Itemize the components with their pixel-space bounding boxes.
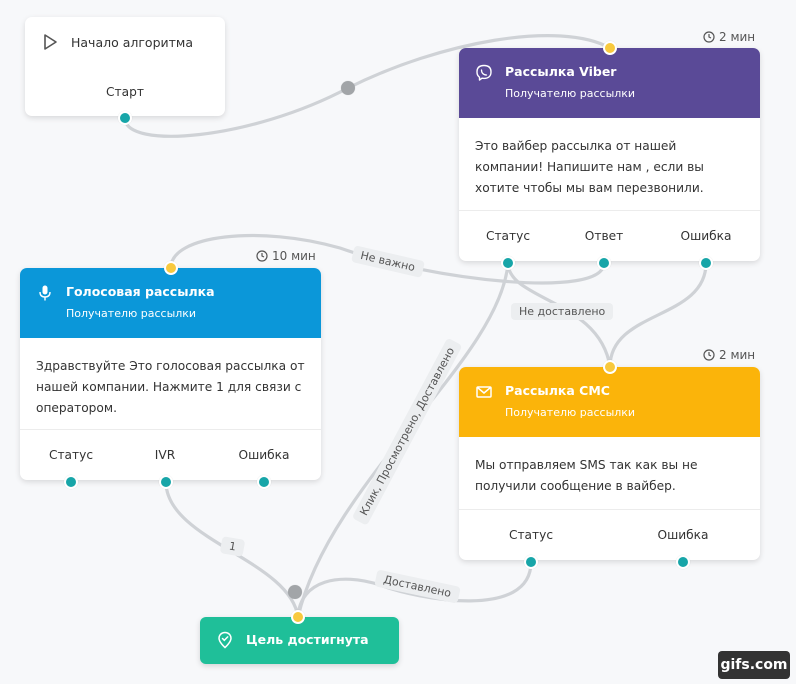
sms-title: Рассылка СМС (505, 383, 610, 398)
sms-time: 2 мин (703, 348, 755, 362)
start-title: Начало алгоритма (71, 35, 194, 50)
watermark: gifs.com (718, 651, 790, 679)
voice-ivr-port[interactable] (159, 475, 173, 489)
sms-error-port[interactable] (676, 555, 690, 569)
sms-port-status: Статус (508, 528, 554, 542)
viber-port-answer: Ответ (584, 229, 624, 243)
viber-icon (476, 64, 492, 81)
voice-message: Здравствуйте Это голосовая рассылка от н… (36, 359, 305, 415)
voice-port-status: Статус (48, 448, 94, 462)
voice-time: 10 мин (256, 249, 316, 263)
goal-node[interactable]: Цель достигнута (200, 617, 399, 664)
start-port-label: Старт (106, 85, 144, 99)
edge-label-not-delivered[interactable]: Не доставлено (511, 303, 614, 320)
voice-input-port[interactable] (164, 261, 178, 275)
viber-time-label: 2 мин (719, 30, 756, 44)
viber-header: Рассылка Viber Получателю рассылки (459, 48, 760, 118)
voice-node[interactable]: Голосовая рассылка Получателю рассылки З… (20, 268, 321, 480)
edge-viber-error-sms (608, 261, 708, 369)
edge-junction[interactable] (341, 81, 355, 95)
goal-title: Цель достигнута (246, 632, 369, 647)
sms-status-port[interactable] (524, 555, 538, 569)
goal-input-port[interactable] (291, 610, 305, 624)
voice-port-ivr: IVR (154, 448, 176, 462)
sms-header: Рассылка СМС Получателю рассылки (459, 367, 760, 437)
viber-error-port[interactable] (699, 256, 713, 270)
sms-message: Мы отправляем SMS так как вы не получили… (475, 458, 698, 493)
voice-time-label: 10 мин (272, 249, 316, 263)
voice-status-port[interactable] (64, 475, 78, 489)
sms-ports: Статус Ошибка (459, 509, 760, 560)
viber-node[interactable]: Рассылка Viber Получателю рассылки Это в… (459, 48, 760, 261)
viber-port-status: Статус (485, 229, 531, 243)
viber-subtitle: Получателю рассылки (505, 87, 636, 100)
viber-input-port[interactable] (603, 41, 617, 55)
sms-port-error: Ошибка (657, 528, 709, 542)
viber-title: Рассылка Viber (505, 64, 617, 79)
sms-subtitle: Получателю рассылки (505, 406, 636, 419)
viber-time: 2 мин (703, 30, 755, 44)
clock-icon (703, 31, 715, 43)
voice-subtitle: Получателю рассылки (66, 307, 197, 320)
envelope-icon (476, 386, 492, 398)
voice-port-error: Ошибка (238, 448, 290, 462)
microphone-icon (39, 285, 51, 301)
voice-ports: Статус IVR Ошибка (20, 429, 321, 480)
viber-port-error: Ошибка (680, 229, 732, 243)
voice-header: Голосовая рассылка Получателю рассылки (20, 268, 321, 338)
viber-message: Это вайбер рассылка от нашей компании! Н… (475, 139, 704, 195)
goal-junction[interactable] (288, 585, 302, 599)
sms-node[interactable]: Рассылка СМС Получателю рассылки Мы отпр… (459, 367, 760, 560)
location-check-icon (218, 631, 232, 649)
voice-title: Голосовая рассылка (66, 284, 215, 299)
clock-icon (703, 349, 715, 361)
viber-status-port[interactable] (501, 256, 515, 270)
sms-input-port[interactable] (603, 360, 617, 374)
clock-icon (256, 250, 268, 262)
start-node[interactable]: Начало алгоритма Старт (25, 17, 225, 116)
edge-viber-answer-voice (169, 234, 606, 285)
voice-error-port[interactable] (257, 475, 271, 489)
viber-ports: Статус Ответ Ошибка (459, 210, 760, 261)
start-output-port[interactable] (118, 111, 132, 125)
play-icon (44, 34, 57, 50)
viber-answer-port[interactable] (597, 256, 611, 270)
sms-time-label: 2 мин (719, 348, 756, 362)
